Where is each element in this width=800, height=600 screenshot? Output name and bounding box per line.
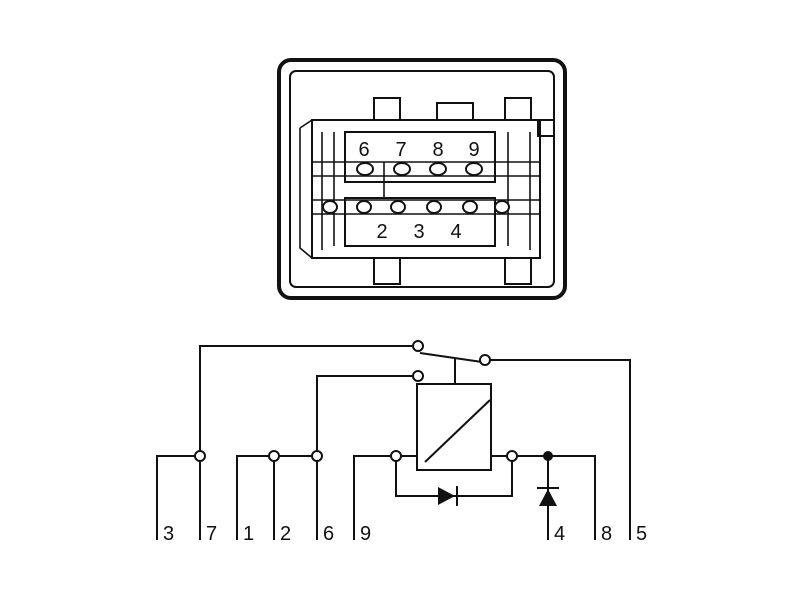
pin-contact (429, 162, 447, 176)
latch-tab-bottom-left (373, 257, 401, 285)
wire-terminal-7 (199, 345, 414, 540)
latch-tab-top-right (504, 97, 532, 121)
pin-contact (426, 200, 442, 214)
junction-node (390, 450, 402, 462)
pin-contact (322, 200, 338, 214)
top-pin-label: 9 (468, 139, 479, 161)
latch-tab-bottom-right (504, 257, 532, 285)
pin-contact (494, 200, 510, 214)
switch-contact (412, 370, 424, 382)
wire-terminal-1 (236, 455, 317, 540)
pin-contact (390, 200, 406, 214)
junction-node (268, 450, 280, 462)
connector-view: 6 7 8 9 2 3 4 (277, 58, 567, 300)
bottom-pin-label: 3 (413, 221, 424, 243)
terminal-label: 1 (243, 523, 254, 545)
latch-tab-top-center (436, 102, 474, 121)
wire-terminal-6 (316, 375, 414, 540)
pin-contact (465, 162, 483, 176)
terminal-label: 2 (280, 523, 291, 545)
terminal-label: 4 (554, 523, 565, 545)
junction-node (506, 450, 518, 462)
bottom-pin-label: 4 (450, 221, 461, 243)
connector-housing-inner (289, 70, 555, 288)
junction-dot (543, 451, 553, 461)
schematic: 3 7 1 2 6 9 4 8 5 (156, 340, 647, 545)
top-pin-label: 6 (358, 139, 369, 161)
wire-coil-right (491, 455, 596, 540)
bottom-pin-label: 2 (376, 221, 387, 243)
bottom-pin-contacts (322, 200, 510, 214)
pin-contact (356, 162, 374, 176)
cavity-frame-inner (299, 119, 313, 259)
terminal-label: 8 (601, 523, 612, 545)
terminal-label: 9 (360, 523, 371, 545)
cavity-frame (311, 119, 541, 259)
top-pin-label: 8 (432, 139, 443, 161)
pin-contact (462, 200, 478, 214)
top-pin-contacts (356, 162, 483, 176)
diode-icon (438, 487, 455, 505)
switch-contact (479, 354, 491, 366)
relay-coil-slash (424, 399, 491, 463)
terminal-label: 5 (636, 523, 647, 545)
wire-terminal-5 (486, 359, 631, 540)
latch-tab-top-left (373, 97, 401, 121)
terminal-label: 6 (323, 523, 334, 545)
junction-node (311, 450, 323, 462)
diode-icon (539, 489, 557, 506)
top-pin-label: 7 (395, 139, 406, 161)
wire-terminal-3 (156, 455, 200, 540)
switch-contact (412, 340, 424, 352)
pin-contact (356, 200, 372, 214)
terminal-label: 7 (206, 523, 217, 545)
junction-node (194, 450, 206, 462)
side-key (537, 119, 555, 137)
switch-blade (419, 352, 483, 363)
relay-coil (416, 383, 492, 471)
terminal-label: 3 (163, 523, 174, 545)
pin-contact (393, 162, 411, 176)
